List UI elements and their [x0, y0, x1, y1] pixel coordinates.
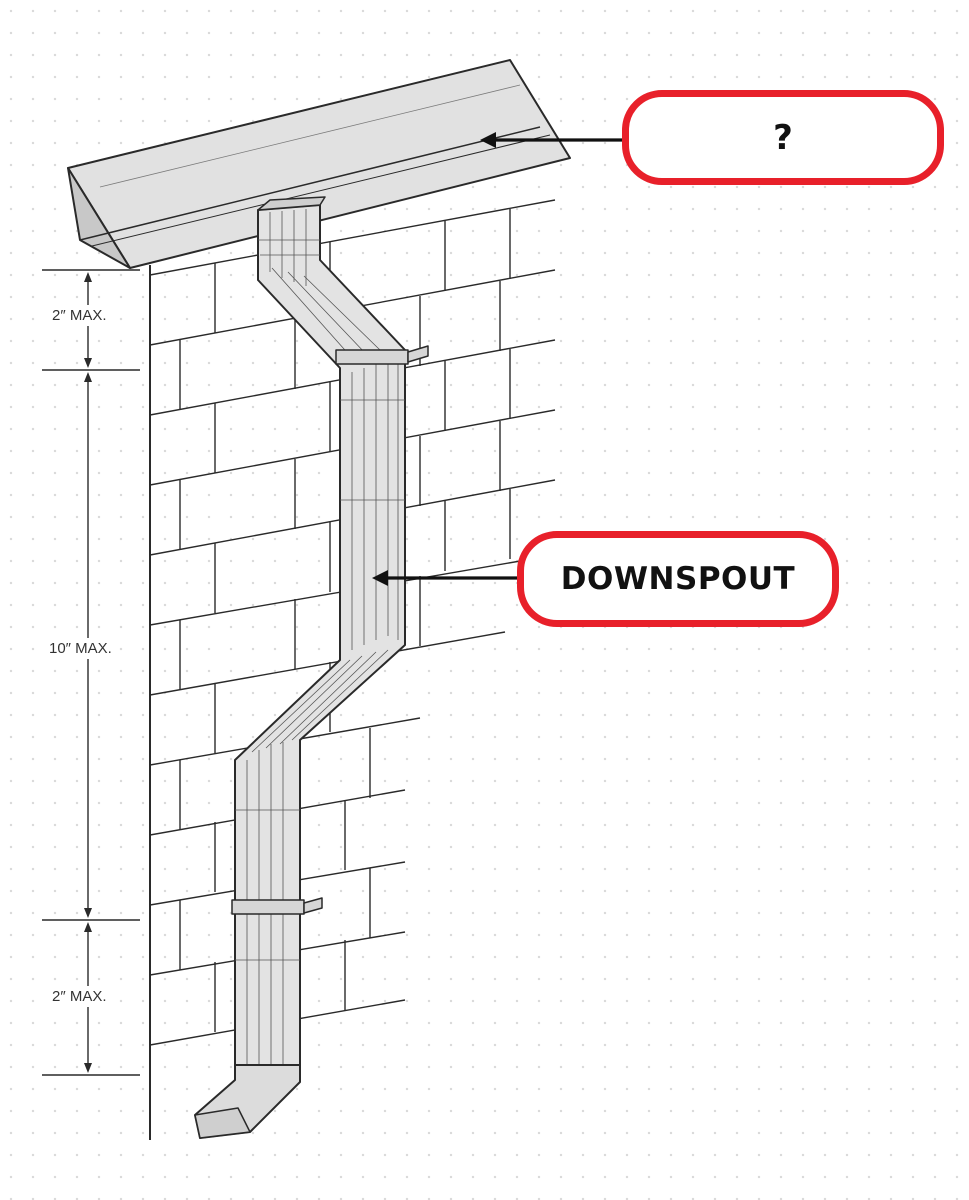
dimension-label-bottom: 2″ MAX.: [52, 986, 107, 1007]
downspout-callout-box[interactable]: DOWNSPOUT: [517, 531, 839, 627]
downspout-callout-label: DOWNSPOUT: [560, 561, 796, 597]
gutter-callout-box[interactable]: ?: [622, 90, 944, 185]
callout-arrows: [372, 132, 625, 586]
gutter: [67, 59, 571, 269]
dimension-label-top: 2″ MAX.: [52, 305, 107, 326]
dimension-lines: [42, 269, 140, 1076]
downspout: [194, 196, 429, 1139]
gutter-callout-label: ?: [773, 117, 793, 158]
dimension-label-middle: 10″ MAX.: [49, 638, 112, 659]
